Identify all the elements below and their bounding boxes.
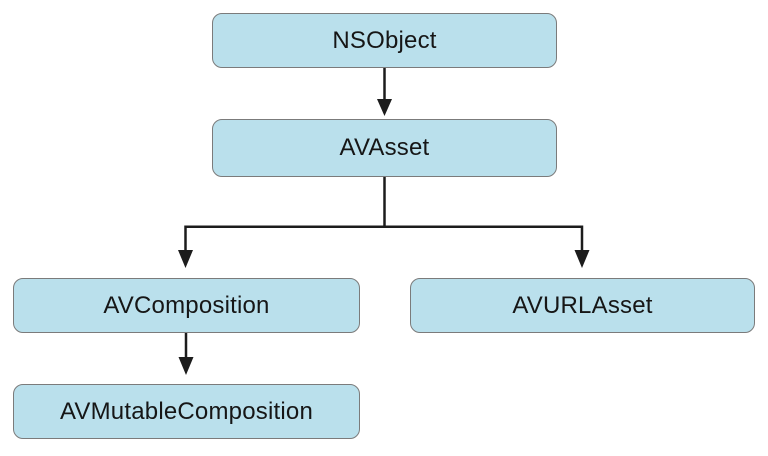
node-avcomposition: AVComposition xyxy=(13,278,360,333)
node-avasset: AVAsset xyxy=(212,119,557,177)
node-avurlasset: AVURLAsset xyxy=(410,278,755,333)
node-nsobject: NSObject xyxy=(212,13,557,68)
branch-avasset-children xyxy=(185,177,582,228)
node-label: NSObject xyxy=(332,26,437,54)
arrow-avcomposition-to-avmutablecomposition xyxy=(178,333,194,375)
node-label: AVURLAsset xyxy=(512,291,653,319)
node-label: AVMutableComposition xyxy=(59,397,313,425)
node-label: AVComposition xyxy=(103,291,270,319)
node-label: AVAsset xyxy=(339,134,430,161)
arrow-avasset-to-avcomposition xyxy=(178,225,193,268)
arrow-nsobject-to-avasset xyxy=(377,68,392,116)
node-avmutablecomposition: AVMutableComposition xyxy=(13,384,360,439)
arrow-avasset-to-avurlasset xyxy=(574,225,590,268)
